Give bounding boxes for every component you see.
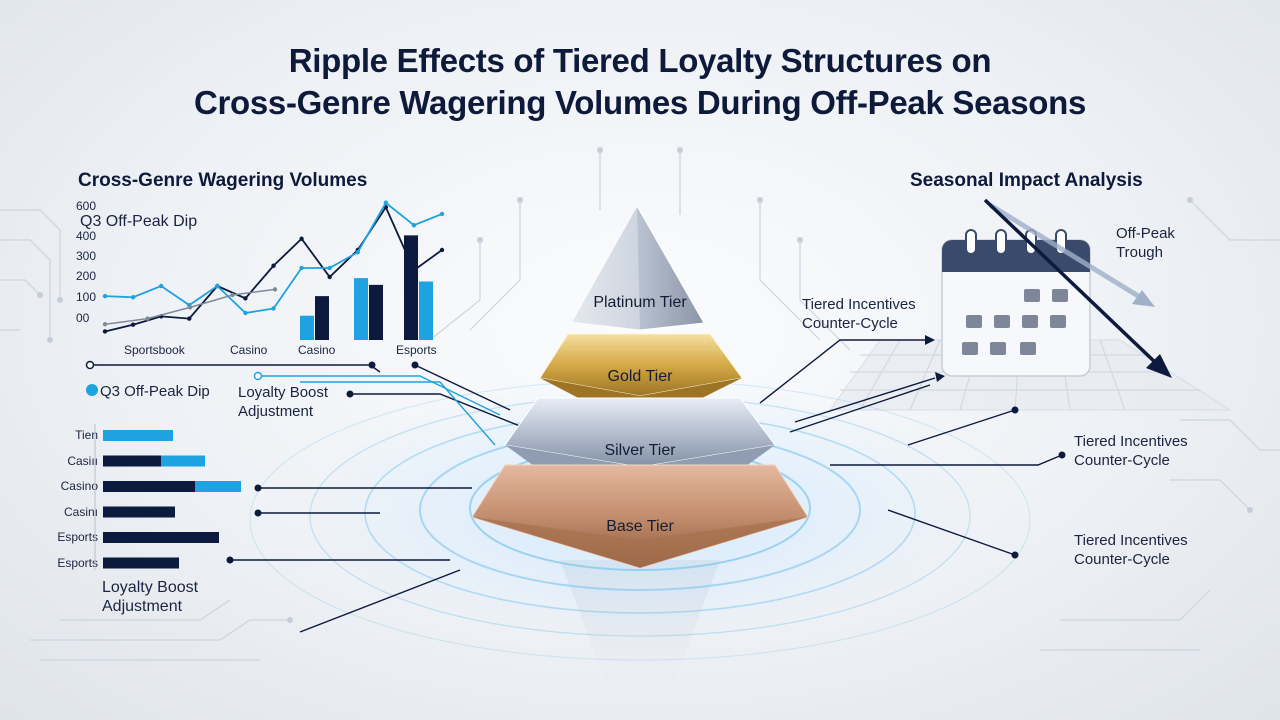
series-point	[102, 322, 108, 327]
right-panel-title: Seasonal Impact Analysis	[910, 170, 1143, 191]
series-point	[215, 283, 220, 289]
series-point	[439, 247, 445, 253]
series-point	[355, 250, 360, 255]
series-point	[230, 292, 235, 298]
tiered-incentives-label-2: Tiered Incentives Counter-Cycle	[1074, 433, 1188, 469]
series-point	[327, 274, 332, 280]
loyalty-boost-adjustment: Loyalty Boost Adjustment	[238, 384, 329, 420]
hbar-category-label: Casinı	[63, 504, 98, 519]
tiered-incentives-label-3: Tiered Incentives Counter-Cycle	[1074, 532, 1188, 568]
series-point	[327, 265, 332, 271]
volume-bar	[404, 235, 418, 340]
volume-bar	[369, 284, 383, 340]
volume-bar	[300, 315, 314, 340]
legend-dot	[86, 384, 98, 396]
hbar-category-label: Casino	[60, 479, 98, 493]
hbar-segment	[103, 455, 161, 467]
x-label-esports: Esports	[396, 343, 437, 357]
y-tick: 600	[76, 199, 97, 213]
tiered-incentives-label-1: Tiered Incentives Counter-Cycle	[802, 296, 916, 332]
series-point	[187, 316, 192, 321]
hbar-segment	[103, 557, 179, 569]
series-point	[271, 306, 276, 311]
y-tick: 200	[76, 269, 97, 283]
hbar-segment	[103, 506, 175, 518]
left-connectors	[92, 364, 531, 633]
hbar-segment	[103, 481, 195, 492]
y-tick: 300	[76, 249, 97, 263]
volume-bar	[354, 278, 368, 340]
series-point	[299, 265, 304, 271]
series-point	[299, 236, 304, 241]
hbar-segment	[161, 455, 205, 467]
base-tier-label: Base Tier	[606, 518, 674, 535]
series-point	[411, 223, 417, 228]
hbar-category-label: Esports	[57, 555, 98, 570]
hbar-segment	[195, 481, 241, 492]
series-point	[145, 316, 150, 321]
platinum-tier-label: Platinum Tier	[593, 294, 687, 311]
series-point	[243, 296, 248, 301]
bottom-loyalty-boost-adjustment: Loyalty Boost Adjustment	[102, 579, 199, 615]
x-label-casino: Casino	[230, 343, 268, 357]
hbar-segment	[103, 532, 219, 543]
y-tick: 00	[76, 311, 90, 325]
series-point	[439, 211, 445, 217]
right-connectors	[759, 339, 1063, 556]
series-point	[102, 293, 108, 299]
circuit-lines	[0, 150, 1280, 661]
series-point	[102, 329, 108, 334]
y-tick: 100	[76, 290, 97, 304]
x-label-casino-2: Casino	[298, 343, 336, 357]
hbar-category-label: Casiıı	[67, 453, 98, 468]
page-title-line-2: Cross-Genre Wagering Volumes During Off-…	[193, 84, 1087, 121]
series-point	[130, 295, 136, 300]
gold-tier-label: Gold Tier	[607, 368, 673, 385]
hbar-category-label: Esports	[57, 530, 98, 544]
series-point	[187, 305, 193, 310]
volume-bar	[315, 296, 329, 340]
series-point	[383, 200, 389, 205]
series-point	[158, 283, 164, 289]
legend-off-peak-dip: Q3 Off-Peak Dip	[100, 383, 210, 400]
hbar-segment	[103, 430, 173, 441]
silver-tier-label: Silver Tier	[604, 442, 676, 459]
off-peak-dip-callout: Q3 Off-Peak Dip	[80, 213, 198, 230]
series-point	[272, 287, 278, 292]
series-point	[130, 322, 136, 327]
left-panel-title: Cross-Genre Wagering Volumes	[78, 170, 368, 191]
x-label-sportsbook: Sportsbook	[124, 343, 185, 357]
off-peak-trough-label: Off-Peak Trough	[1116, 225, 1175, 261]
volume-bar	[419, 281, 433, 340]
hbar-category-label: Tien	[75, 428, 98, 442]
y-tick: 400	[76, 229, 97, 243]
page-title-line-1: Ripple Effects of Tiered Loyalty Structu…	[288, 42, 992, 79]
series-point	[271, 263, 276, 268]
series-point	[243, 310, 248, 316]
